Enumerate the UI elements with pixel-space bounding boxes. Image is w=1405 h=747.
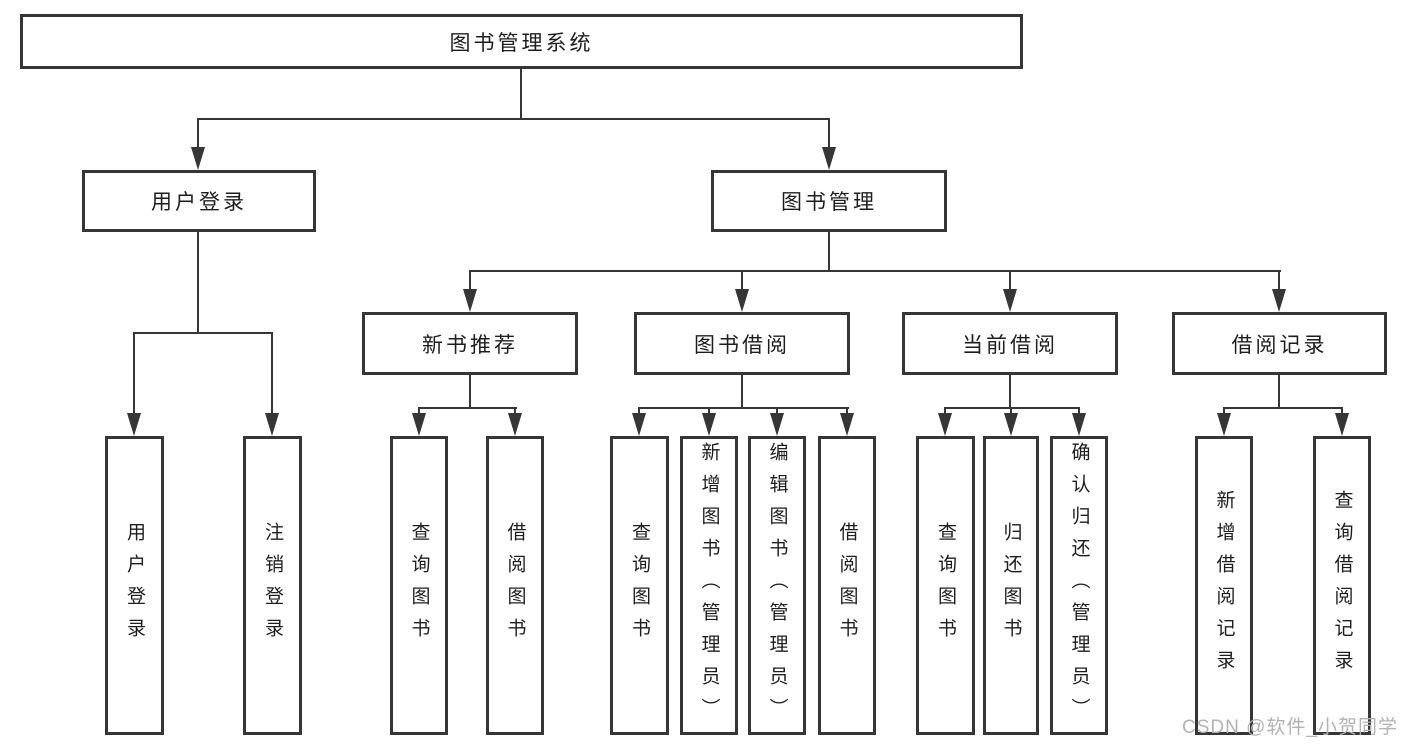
leaf-edit-books-admin: 编辑图书（管理员） bbox=[748, 436, 806, 735]
leaf-query-borrow-record-label: 查询借阅记录 bbox=[1331, 489, 1353, 682]
arrow-down-icon bbox=[412, 413, 426, 436]
leaf-query-books-borrow: 查询图书 bbox=[610, 436, 669, 735]
connector-line bbox=[1223, 407, 1225, 415]
arrow-down-icon bbox=[265, 413, 279, 436]
connector-line bbox=[520, 69, 522, 119]
node-user-login-label: 用户登录 bbox=[151, 191, 247, 214]
leaf-borrow-books: 借阅图书 bbox=[818, 436, 876, 735]
node-new-book-recommend: 新书推荐 bbox=[362, 312, 578, 375]
connector-line bbox=[776, 407, 778, 415]
leaf-add-borrow-record-label: 新增借阅记录 bbox=[1213, 489, 1235, 682]
leaf-borrow-books-recommend: 借阅图书 bbox=[486, 436, 544, 735]
node-current-borrow-label: 当前借阅 bbox=[962, 333, 1058, 357]
arrow-down-icon bbox=[702, 413, 716, 436]
arrow-down-icon bbox=[127, 413, 141, 436]
arrow-down-icon bbox=[938, 413, 952, 436]
arrow-down-icon bbox=[1335, 413, 1349, 436]
connector-line bbox=[1223, 407, 1343, 409]
arrow-down-icon bbox=[1004, 413, 1018, 436]
connector-line bbox=[469, 375, 471, 408]
connector-line bbox=[828, 118, 830, 148]
connector-line bbox=[1278, 270, 1280, 290]
connector-line bbox=[514, 407, 516, 415]
node-root-library-system: 图书管理系统 bbox=[20, 14, 1023, 69]
csdn-watermark: CSDN @软件_小贺同学 bbox=[1182, 717, 1398, 738]
node-borrow-records: 借阅记录 bbox=[1172, 312, 1387, 375]
leaf-borrow-books-label: 借阅图书 bbox=[836, 521, 858, 650]
connector-line bbox=[469, 270, 1281, 272]
leaf-confirm-return-admin: 确认归还（管理员） bbox=[1050, 436, 1108, 735]
leaf-edit-books-admin-label: 编辑图书（管理员） bbox=[766, 441, 788, 730]
leaf-add-books-admin-label: 新增图书（管理员） bbox=[698, 441, 720, 730]
arrow-down-icon bbox=[822, 147, 836, 170]
connector-line bbox=[846, 407, 848, 415]
arrow-down-icon bbox=[1003, 289, 1017, 312]
connector-line bbox=[708, 407, 710, 415]
connector-line bbox=[944, 407, 946, 415]
connector-line bbox=[1010, 407, 1012, 415]
connector-line bbox=[418, 407, 517, 409]
leaf-add-borrow-record: 新增借阅记录 bbox=[1195, 436, 1253, 735]
connector-line bbox=[1009, 375, 1011, 408]
leaf-confirm-return-admin-label: 确认归还（管理员） bbox=[1068, 441, 1090, 730]
connector-line bbox=[638, 407, 640, 415]
connector-line bbox=[418, 407, 420, 415]
leaf-query-books-recommend-label: 查询图书 bbox=[408, 521, 430, 650]
connector-line bbox=[1009, 270, 1011, 290]
leaf-logout-label: 注销登录 bbox=[262, 521, 283, 650]
connector-line bbox=[133, 332, 273, 334]
leaf-query-books-borrow-label: 查询图书 bbox=[629, 521, 650, 650]
connector-line bbox=[828, 232, 830, 271]
leaf-user-login: 用户登录 bbox=[105, 436, 164, 735]
leaf-query-borrow-record: 查询借阅记录 bbox=[1313, 436, 1371, 735]
connector-line bbox=[638, 407, 849, 409]
leaf-logout: 注销登录 bbox=[243, 436, 302, 735]
connector-line bbox=[1278, 375, 1280, 408]
arrow-down-icon bbox=[632, 413, 646, 436]
connector-line bbox=[469, 270, 471, 290]
arrow-down-icon bbox=[1072, 413, 1086, 436]
leaf-add-books-admin: 新增图书（管理员） bbox=[680, 436, 738, 735]
arrow-down-icon bbox=[840, 413, 854, 436]
arrow-down-icon bbox=[508, 413, 522, 436]
connector-line bbox=[1341, 407, 1343, 415]
leaf-return-books-label: 归还图书 bbox=[1000, 521, 1022, 650]
leaf-query-books-recommend: 查询图书 bbox=[390, 436, 448, 735]
arrow-down-icon bbox=[735, 289, 749, 312]
leaf-borrow-books-recommend-label: 借阅图书 bbox=[504, 521, 526, 650]
node-user-login: 用户登录 bbox=[82, 170, 316, 232]
connector-line bbox=[1078, 407, 1080, 415]
leaf-query-books-current-label: 查询图书 bbox=[935, 521, 956, 650]
connector-line bbox=[133, 332, 135, 414]
node-new-book-recommend-label: 新书推荐 bbox=[422, 333, 518, 357]
leaf-return-books: 归还图书 bbox=[983, 436, 1039, 735]
node-book-management: 图书管理 bbox=[711, 170, 947, 232]
arrow-down-icon bbox=[463, 289, 477, 312]
connector-line bbox=[197, 118, 199, 148]
arrow-down-icon bbox=[770, 413, 784, 436]
arrow-down-icon bbox=[191, 147, 205, 170]
arrow-down-icon bbox=[1217, 413, 1231, 436]
node-current-borrow: 当前借阅 bbox=[902, 312, 1118, 375]
connector-line bbox=[197, 232, 199, 333]
node-book-management-label: 图书管理 bbox=[781, 191, 877, 214]
node-borrow-records-label: 借阅记录 bbox=[1231, 333, 1328, 357]
leaf-query-books-current: 查询图书 bbox=[916, 436, 975, 735]
connector-line bbox=[741, 375, 743, 408]
connector-line bbox=[944, 407, 1080, 409]
arrow-down-icon bbox=[1272, 289, 1286, 312]
node-book-borrow-label: 图书借阅 bbox=[694, 333, 790, 357]
leaf-user-login-label: 用户登录 bbox=[124, 521, 145, 650]
node-root-label: 图书管理系统 bbox=[449, 31, 594, 55]
connector-line bbox=[741, 270, 743, 290]
connector-line bbox=[271, 332, 273, 414]
node-book-borrow: 图书借阅 bbox=[634, 312, 850, 375]
connector-line bbox=[197, 118, 830, 120]
